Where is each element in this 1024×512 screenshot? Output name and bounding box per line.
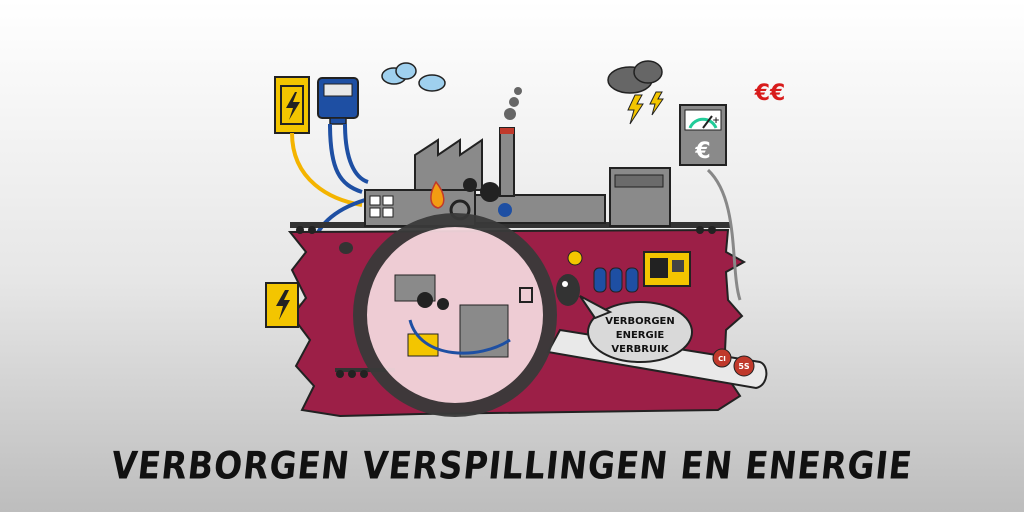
bubble-line2: ENERGIE: [616, 330, 665, 341]
page-title: VERBORGEN VERSPILLINGEN EN ENERGIE: [109, 443, 915, 488]
gas-cylinder-icon: [593, 267, 639, 293]
lightning-icon: [265, 282, 299, 328]
chimney-icon: [499, 87, 522, 197]
gear-icon: [449, 178, 512, 221]
cloud-icon: [381, 62, 446, 92]
euro-meter-icon: [679, 104, 742, 301]
speech-bubble: [579, 295, 693, 363]
logo-ci: CI: [718, 355, 726, 363]
trash-icon: [519, 287, 533, 303]
bubble-line1: VERBORGEN: [605, 316, 675, 327]
factory-icon: [364, 138, 671, 227]
cost-label: €€: [754, 81, 786, 106]
logo-5s: 5S: [738, 362, 750, 371]
meter-plus-label: +: [712, 116, 720, 126]
meter-euro-label: €: [694, 139, 710, 164]
electricity-meter-icon: [317, 77, 359, 125]
logo-badges: [712, 348, 755, 377]
conveyor: [290, 222, 730, 378]
storm-cloud-icon: [607, 60, 664, 125]
mole-icon: [339, 242, 580, 306]
lightbulb-icon: [567, 250, 583, 266]
lightning-icon: [274, 76, 310, 134]
generator-icon: [643, 251, 691, 287]
flame-icon: [430, 180, 445, 209]
bubble-line3: VERBRUIK: [611, 344, 669, 355]
